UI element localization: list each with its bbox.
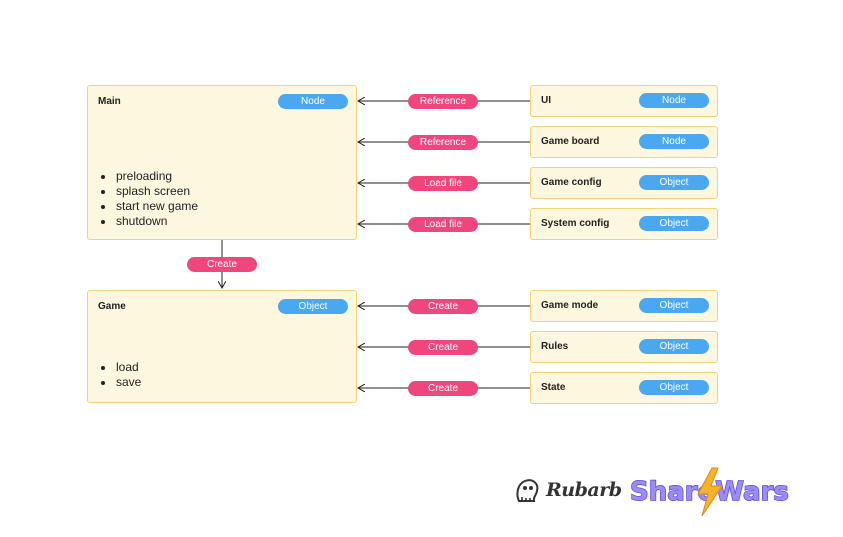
rules-type-badge: Object (639, 339, 709, 354)
system-config-box-title: System config (541, 218, 610, 229)
main-node-box[interactable]: Main Node preloading splash screen start… (87, 85, 357, 240)
game-config-box-title: Game config (541, 177, 602, 188)
rubarb-mascot-icon (516, 479, 539, 502)
ui-reference-link-badge: Reference (408, 94, 478, 109)
list-item: splash screen (115, 184, 198, 199)
create-game-link-badge: Create (187, 257, 257, 272)
list-item: shutdown (115, 214, 198, 229)
game-config-object-box[interactable]: Game config Object (530, 167, 718, 199)
sharewars-logo: ShareWars (629, 467, 790, 517)
rubarb-logo: Rubarb (513, 474, 622, 506)
list-item: load (115, 360, 141, 375)
main-type-badge: Node (278, 94, 348, 109)
state-type-badge: Object (639, 380, 709, 395)
state-object-box[interactable]: State Object (530, 372, 718, 404)
lightning-bolt-icon (697, 467, 723, 517)
ui-type-badge: Node (639, 93, 709, 108)
list-item: save (115, 375, 141, 390)
rubarb-wordmark: Rubarb (546, 479, 622, 501)
system-config-load-file-link-badge: Load file (408, 217, 478, 232)
system-config-type-badge: Object (639, 216, 709, 231)
game-box-title: Game (98, 301, 126, 312)
rules-object-box[interactable]: Rules Object (530, 331, 718, 363)
game-config-type-badge: Object (639, 175, 709, 190)
game-mode-object-box[interactable]: Game mode Object (530, 290, 718, 322)
list-item: preloading (115, 169, 198, 184)
game-object-box[interactable]: Game Object load save (87, 290, 357, 403)
ui-box-title: UI (541, 95, 551, 106)
rules-box-title: Rules (541, 341, 569, 352)
main-box-title: Main (98, 96, 121, 107)
rules-create-link-badge: Create (408, 340, 478, 355)
list-item: start new game (115, 199, 198, 214)
system-config-object-box[interactable]: System config Object (530, 208, 718, 240)
game-mode-create-link-badge: Create (408, 299, 478, 314)
game-mode-box-title: Game mode (541, 300, 599, 311)
state-create-link-badge: Create (408, 381, 478, 396)
state-box-title: State (541, 382, 566, 393)
game-responsibility-list: load save (98, 360, 141, 390)
game-type-badge: Object (278, 299, 348, 314)
game-board-reference-link-badge: Reference (408, 135, 478, 150)
game-board-type-badge: Node (639, 134, 709, 149)
game-config-load-file-link-badge: Load file (408, 176, 478, 191)
game-board-box-title: Game board (541, 136, 600, 147)
game-board-node-box[interactable]: Game board Node (530, 126, 718, 158)
main-responsibility-list: preloading splash screen start new game … (98, 169, 198, 229)
game-mode-type-badge: Object (639, 298, 709, 313)
ui-node-box[interactable]: UI Node (530, 85, 718, 117)
